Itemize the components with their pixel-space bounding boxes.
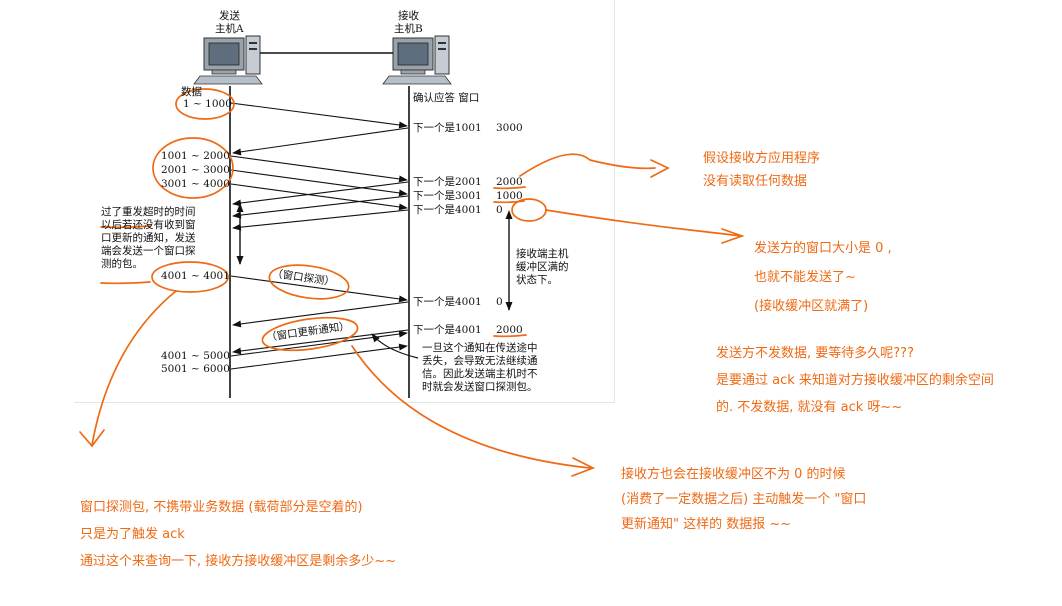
- segment-arrow: [230, 169, 408, 197]
- segment-label: 1001 ~ 2000: [161, 150, 230, 162]
- ack-arrow: [232, 181, 409, 207]
- loss-note-pointer: [371, 333, 419, 359]
- connector-window-update: [351, 345, 591, 469]
- annotation-line: 发送方的窗口大小是 0 ,: [754, 241, 892, 256]
- ack-window: 2000: [496, 324, 523, 336]
- annotation-probe-explain: 窗口探测包, 不携带业务数据 (载荷部分是空着的) 只是为了触发 ack 通过这…: [80, 494, 396, 575]
- annotation-line: 通过这个来查询一下, 接收方接收缓冲区是剩余多少~~: [80, 554, 397, 569]
- ack-window: 2000: [496, 176, 523, 188]
- ack-window: 1000: [496, 190, 523, 202]
- annotation-receiver-app: 假设接收方应用程序 没有读取任何数据: [703, 147, 820, 193]
- arrowhead: [650, 159, 670, 178]
- host-b-computer-icon: [382, 35, 452, 85]
- annotation-line: 接收方也会在接收缓冲区不为 0 的时候: [621, 467, 846, 482]
- segment-label: 4001 ~ 4001: [161, 270, 230, 282]
- ack-label: 下一个是1001: [413, 122, 482, 134]
- ack-label: 下一个是2001: [413, 176, 482, 188]
- segment-label: 3001 ~ 4000: [161, 178, 230, 190]
- ack-label: 下一个是4001: [413, 204, 482, 216]
- annotation-window-update: 接收方也会在接收缓冲区不为 0 的时候 (消费了一定数据之后) 主动触发一个 "…: [621, 462, 866, 537]
- annotation-line: 窗口探测包, 不携带业务数据 (载荷部分是空着的): [80, 500, 363, 515]
- segment-arrow: [230, 155, 408, 183]
- host-b-label-line1: 接收: [398, 10, 419, 22]
- underline-1000: [493, 200, 525, 204]
- annotation-line: 也就不能发送了~: [754, 270, 856, 285]
- host-b-label-line2: 主机B: [394, 23, 423, 35]
- ack-window: 0: [496, 204, 503, 216]
- host-a-label-line1: 发送: [219, 10, 240, 22]
- segment-label: 1 ~ 1000: [183, 98, 232, 110]
- annotation-line: (接收缓冲区就满了): [754, 299, 869, 314]
- ack-arrow: [232, 209, 409, 231]
- probe-arrow: [230, 275, 408, 303]
- segment-label: 5001 ~ 6000: [161, 363, 230, 375]
- segment-arrow: [230, 343, 408, 370]
- ack-label: 下一个是4001: [413, 296, 482, 308]
- data-column-header: 数据: [181, 86, 202, 98]
- ack-arrow: [232, 195, 409, 219]
- connector-probe: [91, 290, 177, 446]
- underline-update-2000: [493, 334, 527, 338]
- annotation-line: (消费了一定数据之后) 主动触发一个 "窗口: [621, 492, 867, 507]
- circle-window-zero: [511, 198, 547, 222]
- annotation-line: 假设接收方应用程序: [703, 151, 821, 166]
- annotation-line: 发送方不发数据, 要等待多久呢???: [716, 346, 914, 361]
- underline-probe-text: [100, 225, 151, 229]
- arrowhead: [721, 228, 745, 244]
- loss-note: 一旦这个通知在传送途中 丢失，会导致无法继续通 信。因此发送端主机时不 时就会发…: [422, 342, 538, 393]
- ack-label: 下一个是4001: [413, 324, 482, 336]
- segment-arrow: [230, 183, 408, 211]
- connector-receiver-app: [519, 153, 656, 177]
- circle-probe-segment: [151, 261, 229, 293]
- arrowhead: [79, 429, 105, 448]
- retransmit-note: 过了重发超时的时间 以后若还没有收到窗 口更新的通知，发送 端会发送一个窗口探 …: [101, 206, 196, 270]
- arrowhead: [571, 457, 596, 477]
- underline-2000: [493, 186, 526, 190]
- segment-arrow: [230, 102, 408, 129]
- connector-window-zero: [545, 209, 743, 237]
- underline-probe-text: [100, 281, 151, 285]
- ack-window: 0: [496, 296, 503, 308]
- ack-column-header: 确认应答 窗口: [413, 92, 480, 104]
- circle-update-label: [261, 316, 359, 352]
- annotation-line: 只是为了触发 ack: [80, 527, 185, 542]
- ack-window: 3000: [496, 122, 523, 134]
- buffer-full-note: 接收端主机 缓冲区满的 状态下。: [516, 248, 569, 286]
- annotation-line: 更新通知" 这样的 数据报 ~~: [621, 517, 792, 532]
- annotation-line: 是要通过 ack 来知道对方接收缓冲区的剩余空间: [716, 373, 994, 388]
- annotation-line: 的. 不发数据, 就没有 ack 呀~~: [716, 400, 903, 415]
- circle-first-segment: [175, 88, 235, 120]
- ack-arrow: [232, 301, 409, 328]
- circle-burst-segments: [152, 137, 234, 199]
- segment-label: 4001 ~ 5000: [161, 350, 230, 362]
- circle-probe-label: [268, 264, 350, 300]
- ack-arrow: [232, 127, 409, 156]
- annotation-wait-question: 发送方不发数据, 要等待多久呢??? 是要通过 ack 来知道对方接收缓冲区的剩…: [716, 340, 994, 421]
- ack-label: 下一个是3001: [413, 190, 482, 202]
- host-a-label-line2: 主机A: [215, 23, 244, 35]
- host-a-computer-icon: [193, 35, 263, 85]
- annotation-line: 没有读取任何数据: [703, 174, 808, 189]
- annotation-window-zero: 发送方的窗口大小是 0 , 也就不能发送了~ (接收缓冲区就满了): [754, 234, 892, 321]
- segment-label: 2001 ~ 3000: [161, 164, 230, 176]
